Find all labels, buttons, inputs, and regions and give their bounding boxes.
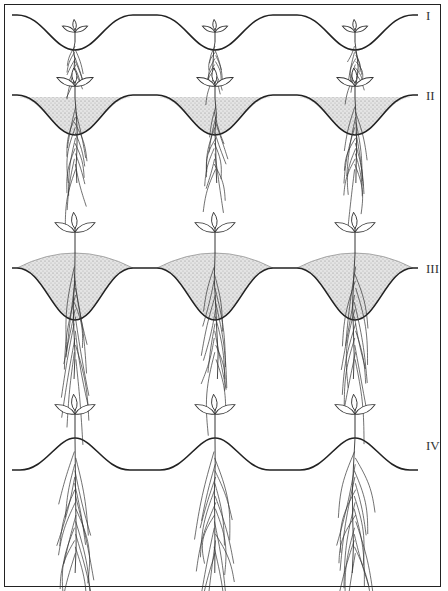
leaf — [351, 394, 358, 411]
row-numeral: IV — [426, 439, 440, 452]
soil-layer — [12, 15, 418, 470]
root — [214, 112, 224, 144]
root — [215, 496, 234, 564]
root — [200, 477, 216, 528]
root — [64, 309, 75, 364]
root — [338, 540, 354, 591]
root — [74, 274, 87, 345]
root — [339, 515, 356, 563]
root — [58, 502, 75, 555]
root — [66, 267, 75, 352]
root — [355, 458, 375, 513]
root — [67, 46, 75, 66]
root — [355, 274, 368, 329]
root — [203, 169, 215, 212]
root — [75, 143, 84, 178]
leaf — [211, 394, 218, 411]
root — [75, 317, 89, 396]
root — [215, 471, 232, 520]
root — [61, 324, 74, 398]
root — [74, 302, 82, 348]
root — [195, 452, 215, 540]
leaf — [71, 68, 77, 83]
root — [76, 154, 85, 185]
leaf — [71, 212, 78, 229]
root — [67, 352, 74, 427]
root — [337, 464, 356, 545]
root — [64, 295, 75, 369]
root — [203, 309, 215, 360]
leaf — [212, 19, 216, 30]
root — [202, 464, 216, 521]
row-numeral: I — [426, 9, 430, 22]
root — [347, 46, 354, 62]
root — [354, 509, 364, 586]
root — [354, 302, 367, 383]
leaf — [211, 212, 218, 229]
root — [346, 267, 356, 346]
root — [215, 154, 223, 213]
root — [215, 483, 225, 545]
leaf — [351, 212, 358, 229]
root — [345, 528, 354, 591]
root — [215, 509, 226, 575]
row-numeral: II — [426, 89, 435, 102]
root — [344, 553, 356, 591]
root — [355, 98, 357, 183]
root — [214, 547, 226, 591]
leaf — [351, 68, 357, 83]
root — [198, 553, 215, 591]
root — [57, 477, 75, 546]
root — [60, 540, 74, 589]
root — [216, 534, 235, 582]
plant-layer — [54, 19, 377, 591]
root — [344, 138, 355, 171]
root — [206, 127, 215, 177]
root — [75, 133, 85, 167]
root — [67, 148, 75, 193]
row-numeral: III — [426, 262, 439, 275]
root — [76, 496, 94, 580]
root — [75, 547, 86, 591]
leaf — [211, 68, 217, 83]
root — [75, 164, 86, 207]
root — [342, 281, 355, 347]
root — [354, 547, 371, 591]
root — [59, 553, 75, 591]
frame-border — [5, 5, 441, 587]
root — [201, 295, 215, 356]
root — [76, 534, 95, 591]
root — [210, 46, 215, 63]
leaf — [352, 19, 356, 30]
root — [355, 164, 363, 214]
leaf — [72, 19, 76, 30]
root — [355, 483, 366, 535]
leaf — [71, 394, 78, 411]
root — [62, 528, 74, 591]
root — [214, 164, 225, 201]
